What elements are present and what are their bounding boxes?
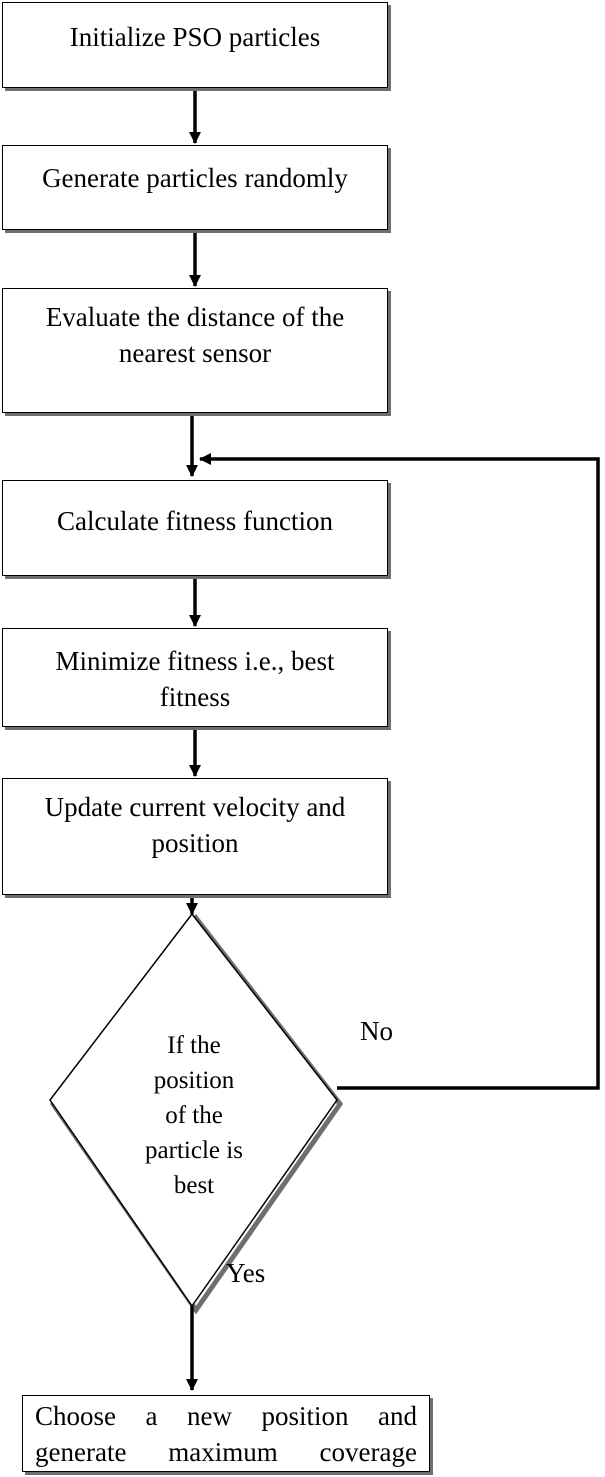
step-text: Calculate fitness function bbox=[57, 506, 333, 536]
step-generate-particles-randomly: Generate particles randomly bbox=[2, 145, 388, 230]
decision-line: best bbox=[173, 1172, 215, 1199]
step-choose-new-position: Choose a new position and generate maxim… bbox=[22, 1395, 430, 1472]
yes-label: Yes bbox=[226, 1258, 266, 1288]
step-update-velocity-position: Update current velocity and position bbox=[2, 778, 388, 895]
decision-text: If the position of the particle is best bbox=[92, 1028, 296, 1203]
no-loop-line bbox=[199, 453, 600, 1090]
step-text: Update current velocity and position bbox=[44, 792, 346, 858]
step-text: Initialize PSO particles bbox=[69, 22, 321, 52]
no-label: No bbox=[360, 1016, 393, 1046]
step-text: Evaluate the distance of the nearest sen… bbox=[45, 302, 345, 368]
decision-line: of the bbox=[165, 1102, 223, 1129]
final-line: generate maximum coverage bbox=[35, 1437, 417, 1467]
step-minimize-fitness: Minimize fitness i.e., best fitness bbox=[2, 628, 388, 727]
step-initialize-pso-particles: Initialize PSO particles bbox=[2, 2, 388, 88]
final-line: Choose a new position and bbox=[35, 1401, 417, 1431]
step-text: Generate particles randomly bbox=[42, 163, 348, 193]
step-evaluate-nearest-sensor-distance: Evaluate the distance of the nearest sen… bbox=[2, 288, 388, 413]
decision-line: particle is bbox=[145, 1137, 243, 1164]
decision-line: position bbox=[153, 1067, 235, 1094]
step-text: Minimize fitness i.e., best fitness bbox=[55, 646, 335, 712]
decision-line: If the bbox=[167, 1032, 221, 1059]
step-calculate-fitness-function: Calculate fitness function bbox=[2, 480, 388, 576]
